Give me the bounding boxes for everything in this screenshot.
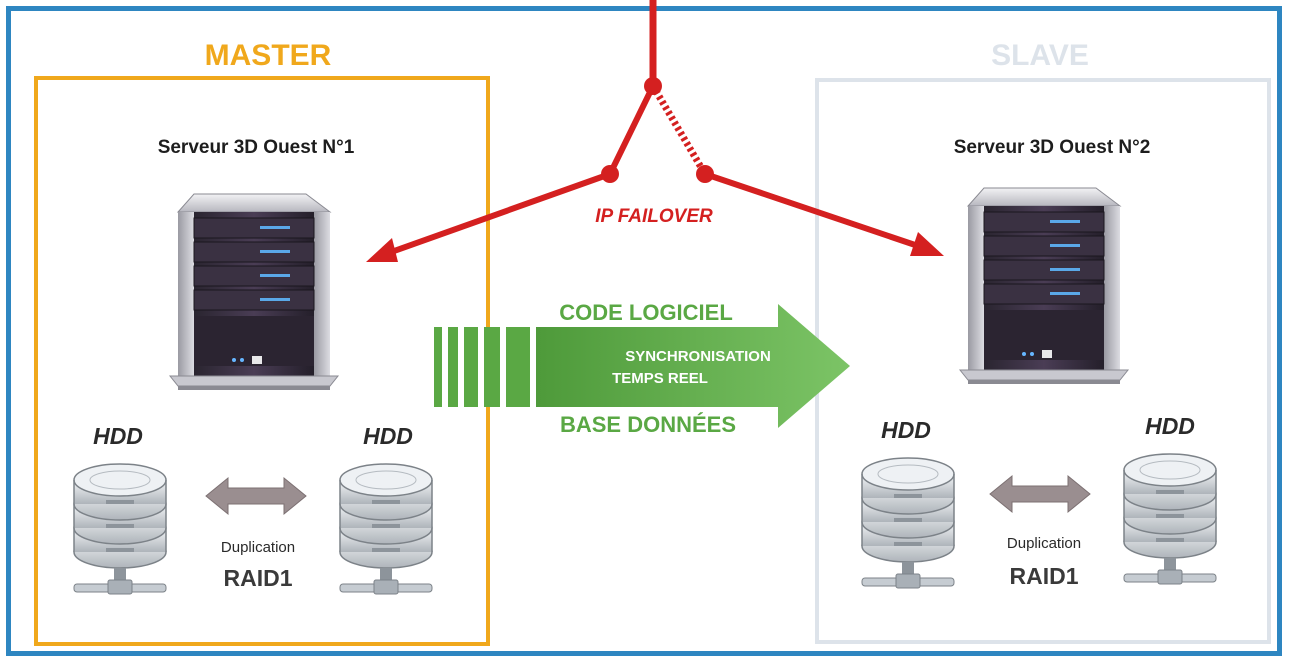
master-raid-label: RAID1 [223,565,292,591]
master-hdd-right-label: HDD [363,423,413,449]
master-raid-arrow [205,477,307,515]
slave-raid-label: RAID1 [1009,563,1078,589]
master-title: MASTER [205,39,332,72]
sync-middle-line1: SYNCHRONISATION [625,348,771,365]
slave-raid-arrow [989,475,1091,513]
master-server-icon [169,193,339,391]
master-hdd-left-icon [73,463,167,595]
sync-bottom-label: BASE DONNÉES [560,412,736,437]
slave-server-icon [959,187,1129,385]
failover-lines [366,0,944,262]
master-hdd-left-label: HDD [93,423,143,449]
slave-hdd-right-label: HDD [1145,413,1195,439]
master-hdd-right-icon [339,463,433,595]
sync-arrow [434,304,850,428]
slave-duplication-label: Duplication [1007,535,1081,552]
master-server-name: Serveur 3D Ouest N°1 [158,137,355,158]
slave-title: SLAVE [991,39,1089,72]
slave-hdd-left-icon [861,457,955,589]
sync-top-label: CODE LOGICIEL [559,300,733,325]
slave-hdd-left-label: HDD [881,417,931,443]
slave-server-name: Serveur 3D Ouest N°2 [954,137,1151,158]
sync-middle-line2: TEMPS REEL [612,370,708,387]
master-duplication-label: Duplication [221,539,295,556]
slave-hdd-right-icon [1123,453,1217,585]
ip-failover-label: IP FAILOVER [595,206,713,227]
